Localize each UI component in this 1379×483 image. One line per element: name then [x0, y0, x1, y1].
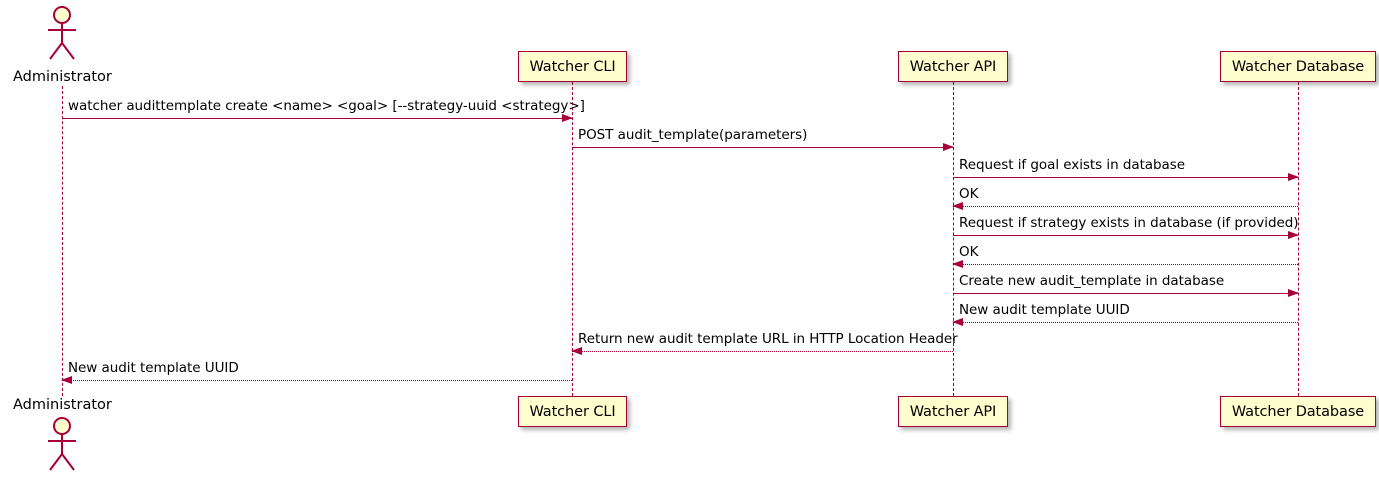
- message-line: [953, 322, 1298, 323]
- lifeline-watcher-api: [953, 82, 954, 396]
- message-line: [62, 118, 572, 119]
- message-label: Request if goal exists in database: [959, 157, 1186, 173]
- participant-box-watcher-api-top[interactable]: Watcher API: [898, 51, 1008, 82]
- arrowhead-icon: [952, 317, 963, 326]
- arrowhead-icon: [1288, 288, 1299, 297]
- message-label: POST audit_template(parameters): [578, 127, 808, 143]
- arrowhead-icon: [952, 259, 963, 268]
- participant-label: Watcher API: [909, 403, 997, 420]
- arrowhead-icon: [1288, 230, 1299, 239]
- message-line: [953, 293, 1298, 294]
- message-line: [953, 177, 1298, 178]
- participant-label: Watcher CLI: [529, 403, 616, 420]
- participant-label: Watcher CLI: [529, 58, 616, 75]
- message-label: New audit template UUID: [959, 302, 1130, 318]
- arrowhead-icon: [1288, 172, 1299, 181]
- arrowhead-icon: [562, 113, 573, 122]
- actor-figure-administrator-bottom[interactable]: [40, 416, 84, 472]
- lifeline-administrator: [62, 86, 63, 396]
- message-label: OK: [959, 186, 979, 202]
- participant-label: Watcher Database: [1231, 403, 1365, 420]
- message-label: watcher audittemplate create <name> <goa…: [68, 98, 585, 114]
- message-line: [953, 264, 1298, 265]
- actor-label-administrator-bottom: Administrator: [13, 397, 112, 413]
- message-line: [62, 380, 572, 381]
- participant-box-watcher-cli-top[interactable]: Watcher CLI: [518, 51, 627, 82]
- actor-label-administrator-top: Administrator: [13, 69, 112, 85]
- message-label: Create new audit_template in database: [959, 273, 1225, 289]
- participant-box-watcher-api-bottom[interactable]: Watcher API: [898, 396, 1008, 427]
- arrowhead-icon: [571, 346, 582, 355]
- message-line: [572, 351, 953, 352]
- message-label: Request if strategy exists in database (…: [959, 215, 1299, 231]
- arrowhead-icon: [61, 375, 72, 384]
- lifeline-watcher-database: [1298, 82, 1299, 396]
- participant-label: Watcher Database: [1231, 58, 1365, 75]
- lifeline-watcher-cli: [572, 82, 573, 396]
- arrowhead-icon: [952, 201, 963, 210]
- message-line: [953, 235, 1298, 236]
- message-line: [572, 147, 953, 148]
- arrowhead-icon: [943, 142, 954, 151]
- participant-box-watcher-cli-bottom[interactable]: Watcher CLI: [518, 396, 627, 427]
- message-label: New audit template UUID: [68, 360, 239, 376]
- actor-figure-administrator-top[interactable]: [40, 5, 84, 61]
- message-label: Return new audit template URL in HTTP Lo…: [578, 331, 958, 347]
- participant-box-watcher-database-top[interactable]: Watcher Database: [1220, 51, 1376, 82]
- message-line: [953, 206, 1298, 207]
- participant-label: Watcher API: [909, 58, 997, 75]
- participant-box-watcher-database-bottom[interactable]: Watcher Database: [1220, 396, 1376, 427]
- message-label: OK: [959, 244, 979, 260]
